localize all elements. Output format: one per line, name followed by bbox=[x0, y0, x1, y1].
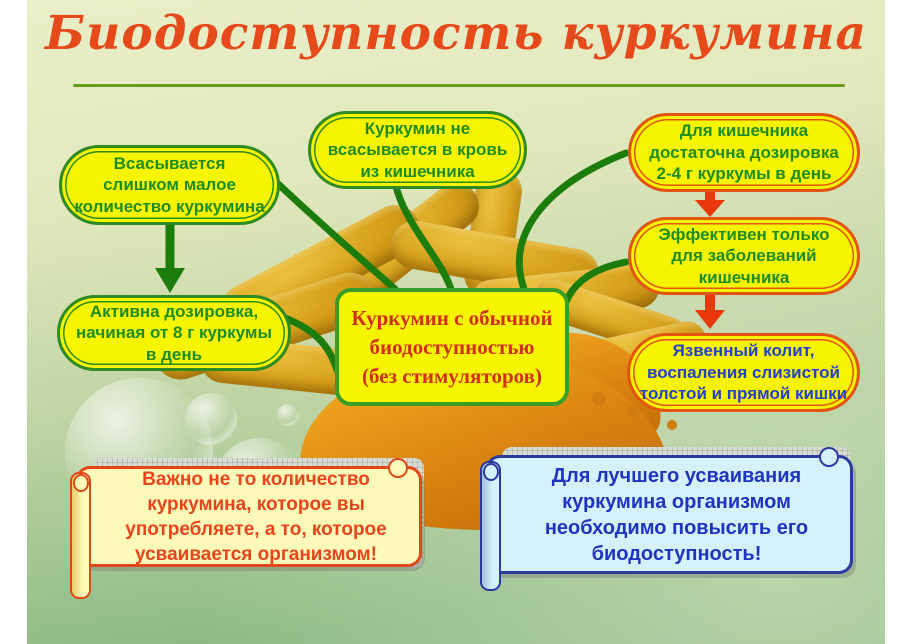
scroll-body: Важно не то количество куркумина, которо… bbox=[76, 466, 422, 567]
bubble-text-line: воспаления слизистой bbox=[647, 362, 840, 382]
bubble-colitis: Язвенный колит, воспаления слизистой тол… bbox=[627, 333, 860, 412]
bubble-text-line: Для кишечника bbox=[679, 121, 809, 141]
bubble-low-absorption: Всасывается слишком малое количество кур… bbox=[59, 145, 280, 225]
bubble-text-line: Куркумин не bbox=[364, 118, 471, 138]
bubble-intestine-dosage: Для кишечника достаточна дозировка 2-4 г… bbox=[628, 113, 860, 192]
title-underline bbox=[73, 84, 845, 87]
scroll-text-line: биодоступность! bbox=[591, 542, 762, 565]
scroll-text-line: усваивается организмом! bbox=[135, 543, 377, 565]
bubble-text-line: Эффективен только bbox=[658, 224, 830, 244]
center-box-line: Куркумин с обычной bbox=[351, 305, 553, 330]
green-down-arrow-icon bbox=[155, 224, 185, 293]
connector-line bbox=[557, 258, 630, 350]
scroll-text-line: Важно не то количество bbox=[142, 468, 370, 490]
bubble-text-line: Язвенный колит, bbox=[672, 341, 815, 361]
connector-line bbox=[281, 314, 341, 374]
red-down-arrow-icon bbox=[695, 290, 725, 329]
scroll-text-line: Для лучшего усваивания bbox=[551, 464, 802, 487]
bubble-text-line: кишечника bbox=[698, 267, 790, 287]
scroll-body: Для лучшего усваивания куркумина организ… bbox=[486, 455, 853, 574]
bubble-not-absorbed: Куркумин не всасывается в кровь из кишеч… bbox=[308, 111, 527, 189]
scroll-curl bbox=[480, 461, 501, 591]
connector-line bbox=[516, 149, 630, 293]
powder-speck bbox=[627, 405, 639, 417]
soap-bubble bbox=[185, 393, 237, 445]
scroll-text-line: необходимо повысить его bbox=[544, 516, 809, 539]
connector-line bbox=[391, 179, 455, 293]
bubble-text-line: для заболеваний bbox=[671, 246, 817, 266]
bubble-text-line: начиная от 8 г куркумы bbox=[76, 323, 272, 343]
scroll-text-line: употребляете, а то, которое bbox=[125, 518, 387, 540]
scroll-text-line: куркумина организмом bbox=[562, 490, 791, 513]
bubble-effective-only: Эффективен только для заболеваний кишечн… bbox=[628, 217, 860, 295]
scroll-curl-hole bbox=[73, 474, 89, 492]
bubble-text-line: слишком малое bbox=[103, 175, 236, 195]
bubble-text-line: Активна дозировка, bbox=[89, 301, 259, 321]
center-box-line: (без стимуляторов) bbox=[362, 363, 542, 388]
bubble-text-line: достаточна дозировка bbox=[649, 142, 839, 162]
connector-line bbox=[270, 176, 399, 293]
bubble-text-line: 2-4 г куркумы в день bbox=[656, 164, 832, 184]
scroll-roll bbox=[388, 458, 408, 478]
scroll-curl bbox=[70, 472, 91, 599]
powder-speck bbox=[667, 420, 677, 430]
bubble-active-dosage: Активна дозировка, начиная от 8 г куркум… bbox=[57, 295, 291, 371]
bubble-text-line: из кишечника bbox=[360, 161, 475, 181]
powder-speck bbox=[592, 392, 606, 406]
center-box-curcumin: Куркумин с обычной биодоступностью (без … bbox=[335, 288, 569, 406]
bubble-text-line: Всасывается bbox=[113, 153, 226, 173]
scroll-banner-left: Важно не то количество куркумина, которо… bbox=[70, 450, 424, 630]
center-box-line: биодоступностью bbox=[369, 334, 535, 359]
bubble-text-line: в день bbox=[145, 344, 203, 364]
scroll-curl-hole bbox=[483, 463, 499, 481]
bubble-text-line: толстой и прямой кишки bbox=[639, 384, 848, 404]
bubble-text-line: всасывается в кровь bbox=[327, 140, 508, 160]
bubble-text-line: количество куркумина bbox=[74, 196, 265, 216]
page-title: Биодоступность куркумина bbox=[45, 6, 867, 61]
scroll-text-line: куркумина, которое вы bbox=[147, 493, 365, 515]
scroll-banner-right: Для лучшего усваивания куркумина организ… bbox=[480, 438, 853, 618]
soap-bubble bbox=[277, 404, 299, 426]
infographic-slide: Биодоступность куркумина Всасывается сли… bbox=[27, 0, 885, 644]
scroll-roll bbox=[819, 447, 839, 467]
